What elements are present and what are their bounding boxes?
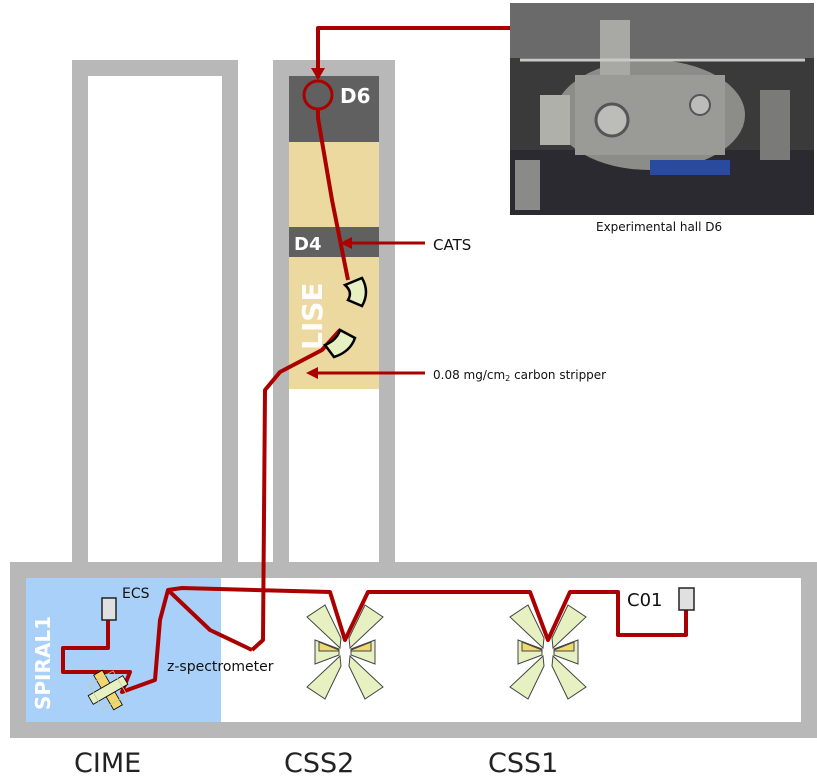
dipole-magnet-upper: [342, 276, 368, 308]
building-walls: [10, 60, 817, 738]
css2-label: CSS2: [284, 748, 354, 779]
dipole-magnet-lower: [323, 328, 357, 359]
stripper-suffix: carbon stripper: [510, 368, 606, 382]
stripper-prefix: 0.08 mg/cm: [433, 368, 505, 382]
cime-label: CIME: [74, 748, 141, 779]
spiral1-area: [26, 578, 221, 722]
lise-dipole-magnets: [323, 276, 368, 359]
stripper-arrowhead: [306, 367, 318, 379]
d4-label: D4: [294, 234, 321, 255]
ecs-label: ECS: [122, 586, 150, 602]
d6-label: D6: [340, 84, 371, 108]
annotation-arrows: [306, 237, 425, 379]
css1-cyclotron: [509, 604, 587, 700]
css2-cyclotron: [306, 604, 384, 700]
c01-box: [678, 587, 695, 611]
stripper-label: 0.08 mg/cm2 carbon stripper: [433, 368, 606, 383]
beam-arrow-into-d6: [311, 68, 325, 80]
lise-line: D6 D4 LISE: [289, 76, 379, 389]
cats-arrowhead: [340, 237, 352, 249]
cime-cyclotron: [87, 669, 129, 711]
experimental-hall-caption: Experimental hall D6: [596, 220, 722, 234]
experimental-hall-photo: [510, 3, 814, 215]
cats-label: CATS: [433, 236, 471, 254]
spiral1-label: SPIRAL1: [31, 616, 55, 710]
c01-label: C01: [627, 590, 662, 611]
ecs-box: [101, 597, 117, 621]
stripper-superscript: 2: [505, 374, 510, 383]
d6-target-ring: [302, 79, 334, 111]
css1-label: CSS1: [488, 748, 558, 779]
cyclotron-hall-wall: [10, 562, 817, 738]
lise-vertical-hall-wall: [273, 60, 395, 578]
beam-path: [61, 26, 688, 694]
d6-section: [289, 76, 379, 142]
z-spectrometer-label: z-spectrometer: [167, 659, 274, 675]
lise-label: LISE: [296, 282, 329, 350]
cime-vertical-hall-wall: [72, 60, 238, 578]
